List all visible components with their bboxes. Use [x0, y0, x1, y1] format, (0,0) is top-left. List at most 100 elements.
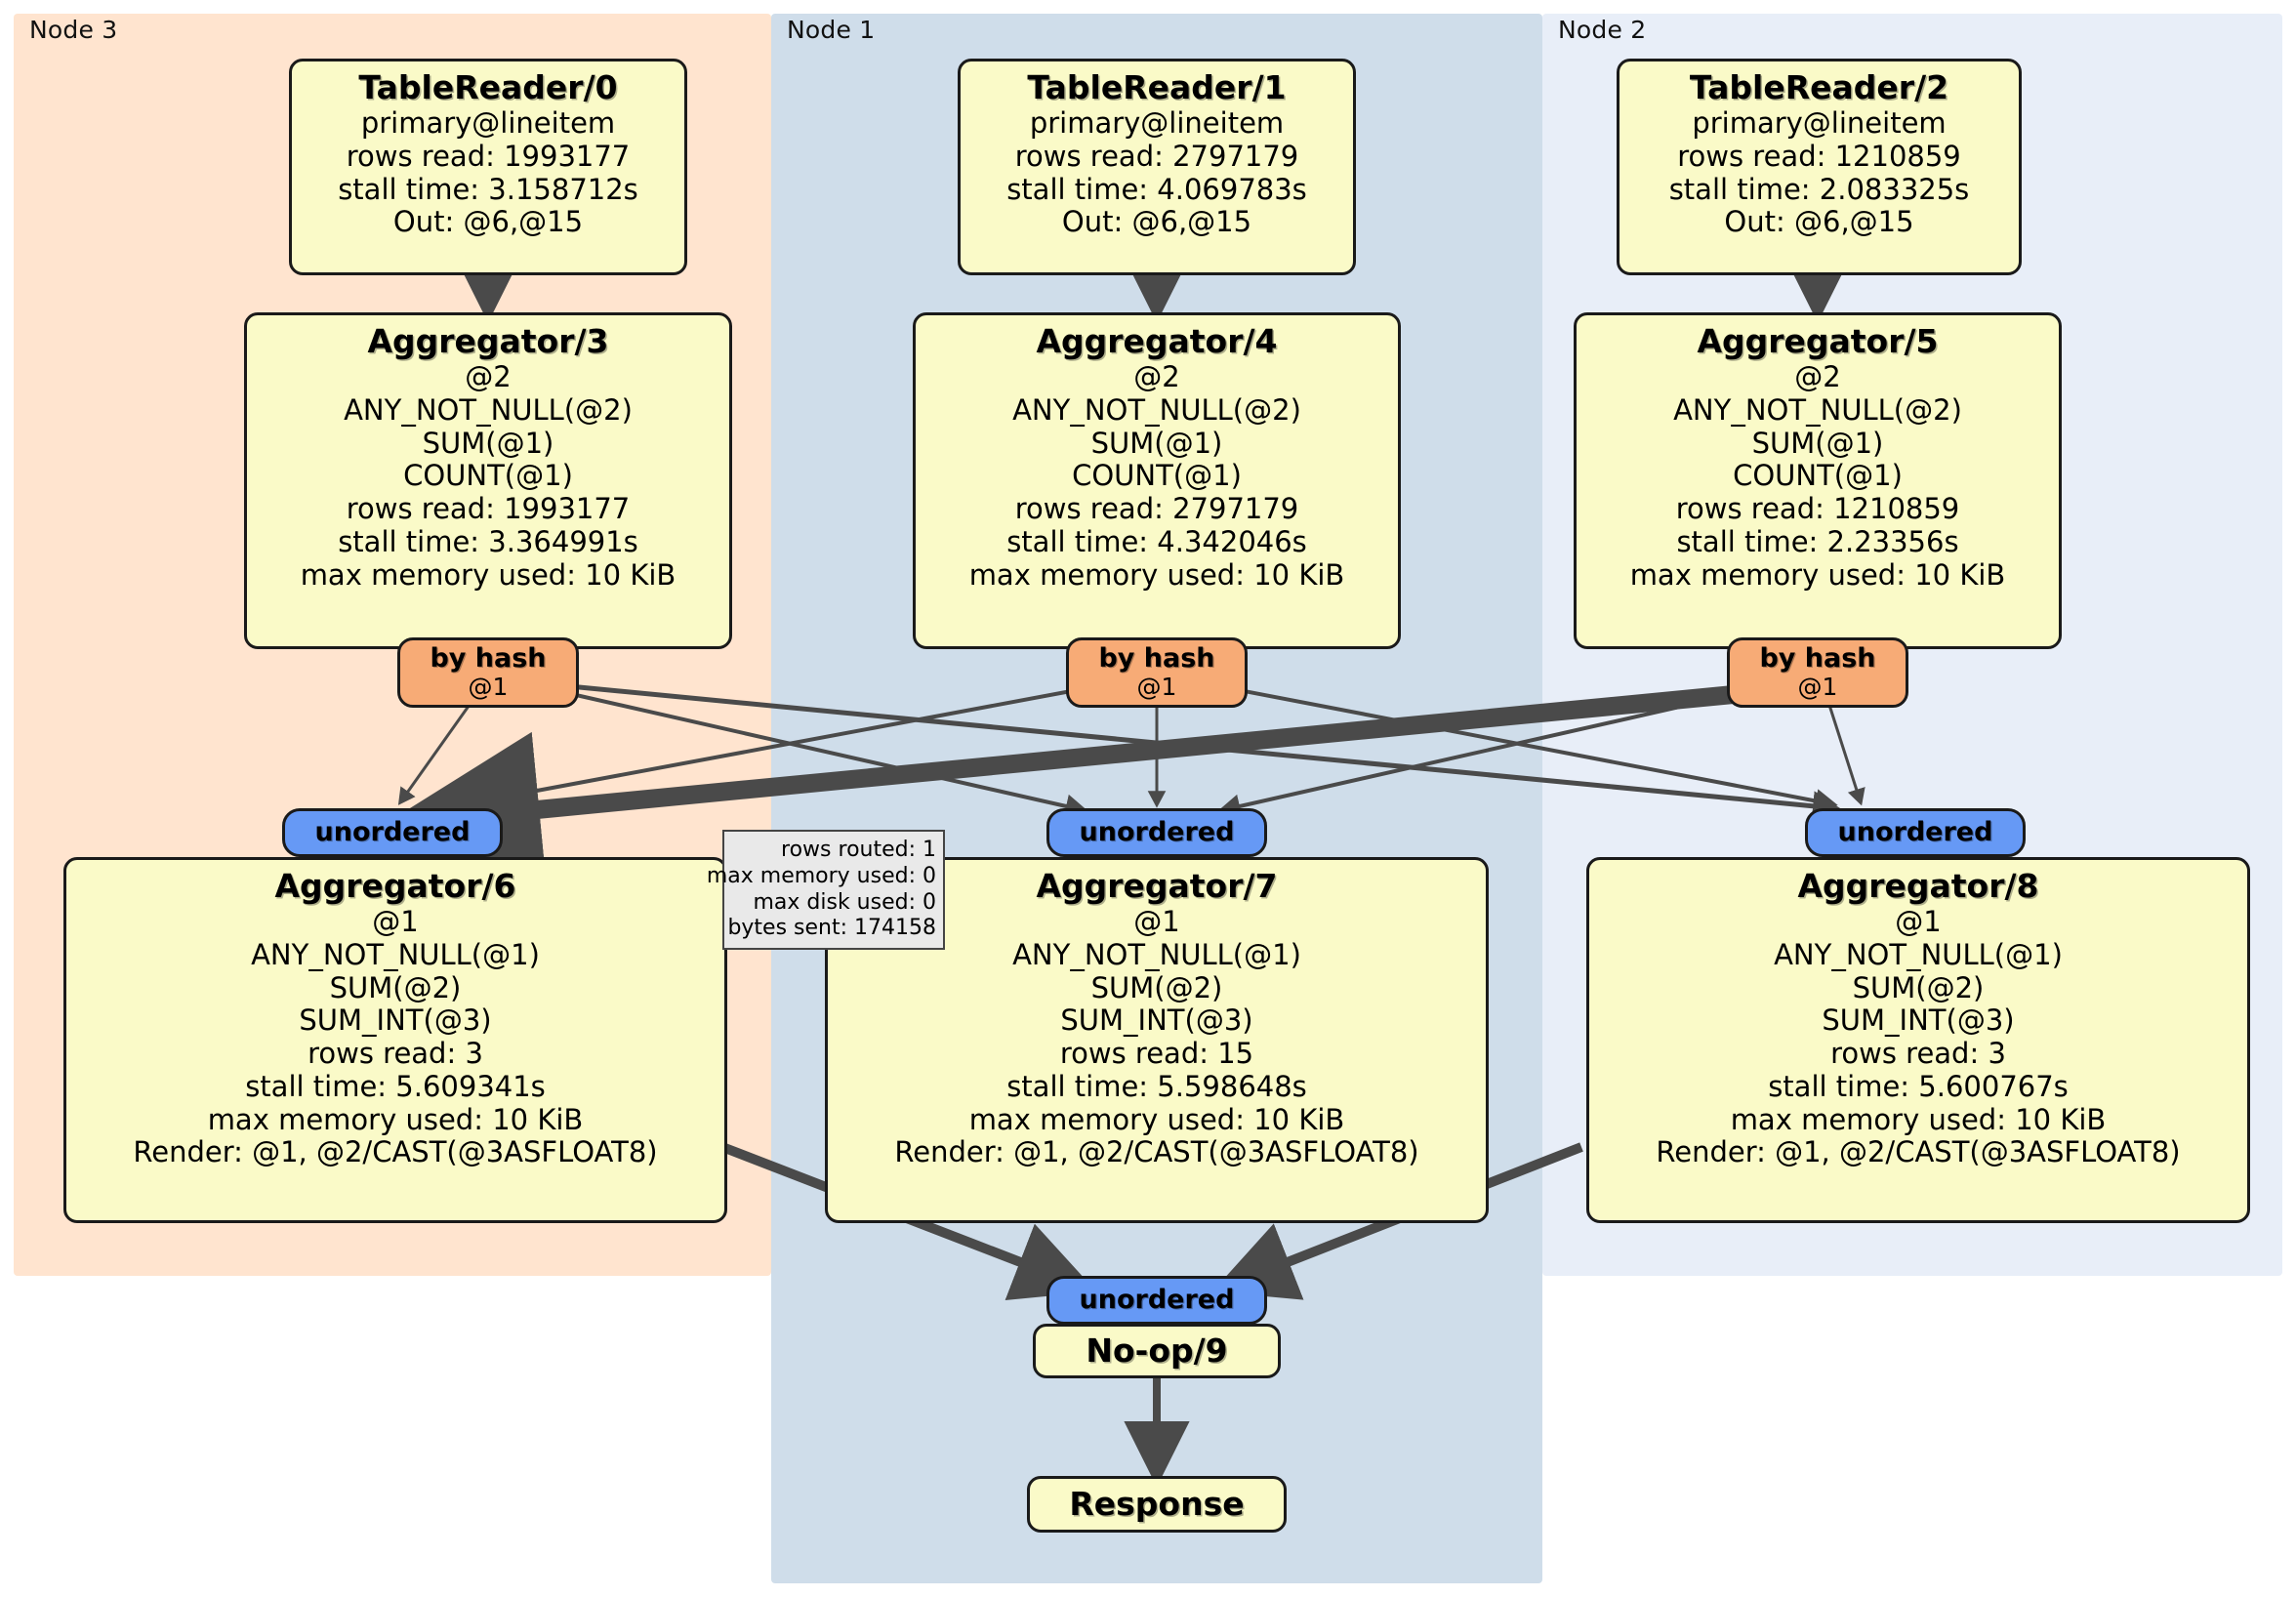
processor-detail: SUM_INT(@3) — [299, 1003, 492, 1038]
synchronizer-unordered-node3[interactable]: unordered — [282, 808, 503, 857]
router-column: @1 — [468, 672, 509, 701]
stat-rows-routed: rows routed: 1 — [781, 837, 936, 862]
region-label-node1: Node 1 — [787, 16, 876, 44]
processor-detail: SUM(@1) — [1751, 426, 1884, 460]
processor-detail: rows read: 1993177 — [346, 492, 631, 526]
stream-stats-tooltip: rows routed: 1 max memory used: 0 max di… — [707, 830, 945, 950]
router-label: by hash — [1098, 643, 1215, 675]
processor-detail: stall time: 2.23356s — [1676, 524, 1959, 558]
processor-detail: ANY_NOT_NULL(@1) — [1012, 937, 1301, 971]
router-column: @1 — [1136, 672, 1177, 701]
processor-title: Aggregator/7 — [1036, 867, 1278, 905]
router-label: by hash — [1759, 643, 1876, 675]
processor-response[interactable]: Response — [1027, 1476, 1287, 1533]
processor-detail: primary@lineitem — [360, 105, 616, 140]
processor-detail: primary@lineitem — [1029, 105, 1285, 140]
processor-detail: COUNT(@1) — [1733, 459, 1903, 493]
processor-title: Aggregator/4 — [1036, 322, 1278, 360]
processor-detail: max memory used: 10 KiB — [968, 557, 1345, 592]
processor-detail: max memory used: 10 KiB — [968, 1102, 1345, 1136]
router-by-hash-node1[interactable]: by hash @1 — [1066, 637, 1248, 708]
processor-detail: SUM(@1) — [1090, 426, 1223, 460]
processor-aggregator-5[interactable]: Aggregator/5 @2 ANY_NOT_NULL(@2) SUM(@1)… — [1574, 312, 2062, 649]
processor-detail: SUM(@2) — [1090, 970, 1223, 1004]
processor-detail: stall time: 5.600767s — [1768, 1069, 2069, 1103]
processor-detail: ANY_NOT_NULL(@2) — [1012, 392, 1301, 427]
processor-title: No-op/9 — [1086, 1331, 1228, 1370]
processor-detail: Render: @1, @2/CAST(@3ASFLOAT8) — [1656, 1135, 2181, 1169]
processor-detail: Render: @1, @2/CAST(@3ASFLOAT8) — [133, 1135, 658, 1169]
router-label: by hash — [430, 643, 547, 675]
synchronizer-label: unordered — [1079, 817, 1235, 848]
processor-tablereader-0[interactable]: TableReader/0 primary@lineitem rows read… — [289, 59, 687, 275]
region-label-node2: Node 2 — [1558, 16, 1647, 44]
router-by-hash-node3[interactable]: by hash @1 — [397, 637, 579, 708]
router-column: @1 — [1797, 672, 1838, 701]
processor-detail: max memory used: 10 KiB — [1730, 1102, 2107, 1136]
processor-detail: stall time: 2.083325s — [1668, 172, 1970, 206]
processor-detail: SUM(@2) — [1852, 970, 1985, 1004]
processor-aggregator-3[interactable]: Aggregator/3 @2 ANY_NOT_NULL(@2) SUM(@1)… — [244, 312, 732, 649]
processor-title: Aggregator/3 — [367, 322, 609, 360]
processor-detail: @2 — [1794, 359, 1841, 393]
synchronizer-label: unordered — [1837, 817, 1993, 848]
processor-detail: SUM(@2) — [329, 970, 462, 1004]
processor-detail: COUNT(@1) — [1072, 459, 1242, 493]
processor-detail: Render: @1, @2/CAST(@3ASFLOAT8) — [894, 1135, 1419, 1169]
processor-detail: stall time: 4.342046s — [1006, 524, 1307, 558]
processor-title: TableReader/1 — [1027, 68, 1287, 106]
processor-detail: rows read: 1210859 — [1677, 139, 1961, 173]
processor-detail: rows read: 1993177 — [346, 139, 631, 173]
stat-bytes-sent: bytes sent: 174158 — [727, 916, 936, 941]
processor-noop-9[interactable]: No-op/9 — [1033, 1324, 1281, 1378]
processor-detail: stall time: 4.069783s — [1006, 172, 1307, 206]
processor-aggregator-8[interactable]: Aggregator/8 @1 ANY_NOT_NULL(@1) SUM(@2)… — [1586, 857, 2250, 1223]
region-label-node3: Node 3 — [29, 16, 118, 44]
processor-detail: ANY_NOT_NULL(@2) — [1673, 392, 1962, 427]
processor-detail: Out: @6,@15 — [1061, 205, 1252, 239]
synchronizer-unordered-final[interactable]: unordered — [1046, 1276, 1267, 1325]
processor-detail: @1 — [1895, 904, 1942, 938]
processor-aggregator-6[interactable]: Aggregator/6 @1 ANY_NOT_NULL(@1) SUM(@2)… — [63, 857, 727, 1223]
synchronizer-unordered-node1[interactable]: unordered — [1046, 808, 1267, 857]
processor-detail: SUM(@1) — [422, 426, 554, 460]
processor-title: Aggregator/8 — [1797, 867, 2039, 905]
processor-tablereader-1[interactable]: TableReader/1 primary@lineitem rows read… — [958, 59, 1356, 275]
processor-detail: SUM_INT(@3) — [1822, 1003, 2015, 1038]
processor-detail: rows read: 15 — [1059, 1037, 1254, 1071]
stat-max-disk-used: max disk used: 0 — [753, 889, 936, 915]
processor-title: TableReader/0 — [358, 68, 618, 106]
processor-detail: Out: @6,@15 — [392, 205, 584, 239]
processor-detail: @2 — [1133, 359, 1180, 393]
processor-tablereader-2[interactable]: TableReader/2 primary@lineitem rows read… — [1617, 59, 2022, 275]
processor-detail: ANY_NOT_NULL(@2) — [344, 392, 633, 427]
processor-detail: ANY_NOT_NULL(@1) — [251, 937, 540, 971]
synchronizer-unordered-node2[interactable]: unordered — [1805, 808, 2026, 857]
processor-title: TableReader/2 — [1689, 68, 1949, 106]
processor-detail: rows read: 2797179 — [1014, 492, 1299, 526]
processor-title: Aggregator/5 — [1697, 322, 1939, 360]
processor-detail: rows read: 2797179 — [1014, 139, 1299, 173]
processor-detail: max memory used: 10 KiB — [1629, 557, 2006, 592]
processor-detail: rows read: 3 — [308, 1037, 483, 1071]
processor-aggregator-4[interactable]: Aggregator/4 @2 ANY_NOT_NULL(@2) SUM(@1)… — [913, 312, 1401, 649]
processor-detail: stall time: 5.598648s — [1006, 1069, 1307, 1103]
processor-detail: SUM_INT(@3) — [1060, 1003, 1253, 1038]
processor-title: Aggregator/6 — [274, 867, 516, 905]
processor-detail: COUNT(@1) — [403, 459, 573, 493]
processor-detail: max memory used: 10 KiB — [207, 1102, 584, 1136]
processor-detail: rows read: 1210859 — [1675, 492, 1960, 526]
synchronizer-label: unordered — [1079, 1285, 1235, 1316]
synchronizer-label: unordered — [314, 817, 471, 848]
processor-detail: ANY_NOT_NULL(@1) — [1774, 937, 2063, 971]
processor-detail: max memory used: 10 KiB — [300, 557, 676, 592]
router-by-hash-node2[interactable]: by hash @1 — [1727, 637, 1908, 708]
processor-detail: stall time: 3.158712s — [338, 172, 638, 206]
processor-detail: stall time: 3.364991s — [338, 524, 638, 558]
processor-detail: @1 — [1133, 904, 1180, 938]
stat-max-memory-used: max memory used: 0 — [706, 863, 936, 888]
processor-title: Response — [1069, 1484, 1245, 1523]
processor-detail: primary@lineitem — [1692, 105, 1947, 140]
processor-detail: stall time: 5.609341s — [245, 1069, 546, 1103]
